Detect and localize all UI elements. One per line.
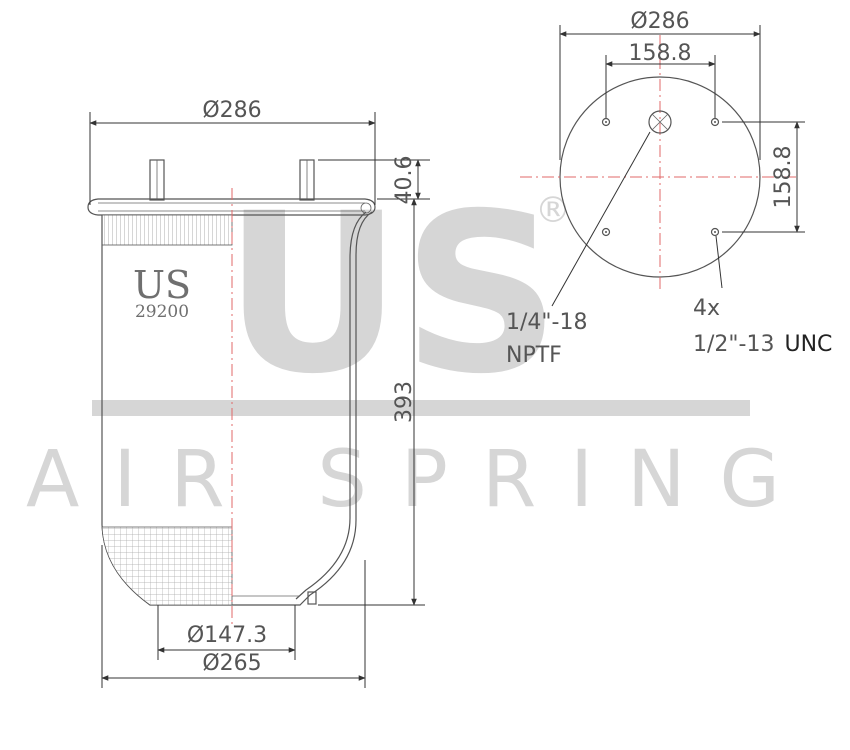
stud-qty-label: 4x (693, 296, 720, 321)
dim-top-diameter-value: Ø286 (202, 98, 261, 123)
stud-thread-size: 1/2"-13 (693, 332, 774, 357)
air-fitting-hole (648, 110, 672, 134)
top-view: Ø286 158.8 158.8 1/4"-18 NPTF 4x 1/2"-13… (506, 9, 832, 368)
dim-plate-diameter: Ø286 (559, 9, 761, 160)
air-fitting-label-line2: NPTF (506, 343, 562, 368)
lower-grid-band (101, 526, 233, 606)
upper-knurled-band (101, 214, 233, 246)
bellow-section-outer (232, 211, 373, 606)
dim-piston-diameter-value: Ø147.3 (187, 623, 267, 648)
dim-bolt-spacing-horizontal-value: 158.8 (629, 41, 692, 66)
leader-studs (715, 235, 723, 289)
side-view: US 29200 Ø286 40.6 393 Ø147.3 (87, 98, 430, 688)
stud-thread-label: 1/2"-13 UNC (693, 332, 832, 357)
stud-hole-bottom-left (601, 227, 611, 237)
dim-bolt-spacing-vertical: 158.8 (722, 121, 805, 233)
dim-bolt-spacing-horizontal: 158.8 (605, 41, 716, 118)
dim-piston-diameter: Ø147.3 (157, 605, 296, 660)
dim-bottom-diameter: Ø265 (101, 545, 366, 688)
dim-stud-height: 40.6 (318, 156, 430, 205)
dim-overall-height-value: 393 (392, 381, 417, 423)
dim-stud-height-value: 40.6 (392, 156, 417, 205)
bellow-section-inner (295, 211, 367, 600)
stud-thread-standard: UNC (784, 332, 832, 357)
leader-air-fitting (551, 131, 651, 307)
dim-overall-height: 393 (318, 198, 425, 606)
watermark-tagline: AIR SPRING (26, 435, 814, 525)
dim-plate-diameter-value: Ø286 (630, 9, 689, 34)
part-number: 29200 (135, 302, 189, 322)
stud-hole-bottom-right (710, 227, 720, 237)
watermark-logo: US (223, 166, 560, 422)
dim-bottom-diameter-value: Ø265 (202, 651, 261, 676)
stud-hole-top-right (710, 117, 720, 127)
dim-bolt-spacing-vertical-value: 158.8 (771, 146, 796, 209)
dim-top-diameter: Ø286 (89, 98, 376, 205)
stud-hole-top-left (601, 117, 611, 127)
watermark-registered-mark: ® (535, 190, 571, 231)
brand-label: US (133, 263, 191, 307)
watermark: US ® AIR SPRING (26, 166, 814, 525)
air-fitting-label-line1: 1/4"-18 (506, 310, 587, 335)
watermark-bar (92, 400, 750, 416)
bead-plate (87, 198, 376, 216)
